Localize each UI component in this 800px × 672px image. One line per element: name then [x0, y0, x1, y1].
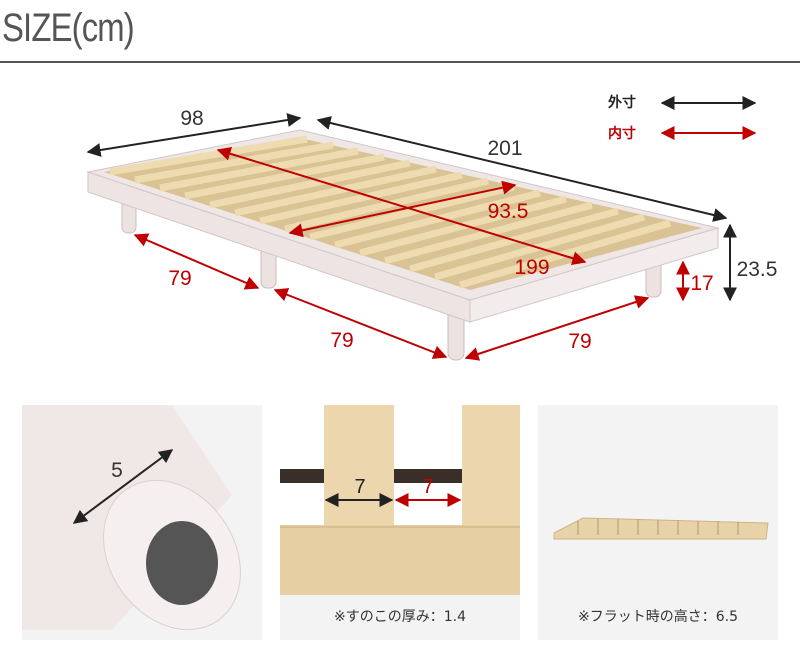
slat-thickness-caption: ※すのこの厚み：1.4 — [334, 609, 466, 625]
leg-diameter-arrow — [72, 449, 174, 524]
leg-span-left-label: 79 — [168, 267, 191, 290]
slat-detail-panel: 7 7 ※すのこの厚み：1.4 — [280, 405, 520, 640]
width-outer-arrow — [86, 113, 302, 157]
clearance-label: 17 — [690, 272, 713, 295]
width-outer-label: 98 — [180, 107, 203, 130]
title-underline — [0, 61, 800, 63]
leg-span-left-arrow — [133, 233, 260, 290]
leg-span-right-arrow — [464, 295, 650, 361]
slat-gap-label: 7 — [422, 476, 433, 498]
slat-detail-image: 7 7 — [280, 405, 520, 595]
height-outer-label: 23.5 — [737, 258, 778, 281]
length-inner-arrow — [216, 146, 587, 266]
length-inner-label: 199 — [514, 256, 549, 279]
leg-span-middle-label: 79 — [330, 329, 353, 352]
leg-detail-image: 5 — [22, 405, 241, 631]
slat-width-label: 7 — [354, 476, 365, 498]
width-inner-label: 93.5 — [488, 200, 529, 223]
bed-diagram: 98 201 23.5 93.5 199 17 79 79 79 — [86, 96, 778, 361]
leg-diameter-label: 5 — [111, 459, 123, 482]
page-title: SIZE(cm) — [2, 6, 135, 50]
leg-span-right-label: 79 — [568, 330, 591, 353]
legend-outer: 外寸 — [608, 92, 636, 112]
leg-span-middle-arrow — [273, 288, 448, 359]
legend-outer-label: 外寸 — [608, 95, 636, 111]
flat-bed-image — [553, 517, 769, 540]
flat-height-panel: ※フラット時の高さ：6.5 — [538, 405, 778, 640]
length-outer-label: 201 — [487, 137, 522, 160]
flat-height-caption: ※フラット時の高さ：6.5 — [578, 609, 738, 625]
bed-frame — [86, 129, 720, 323]
leg-detail-panel: 5 — [22, 405, 262, 640]
